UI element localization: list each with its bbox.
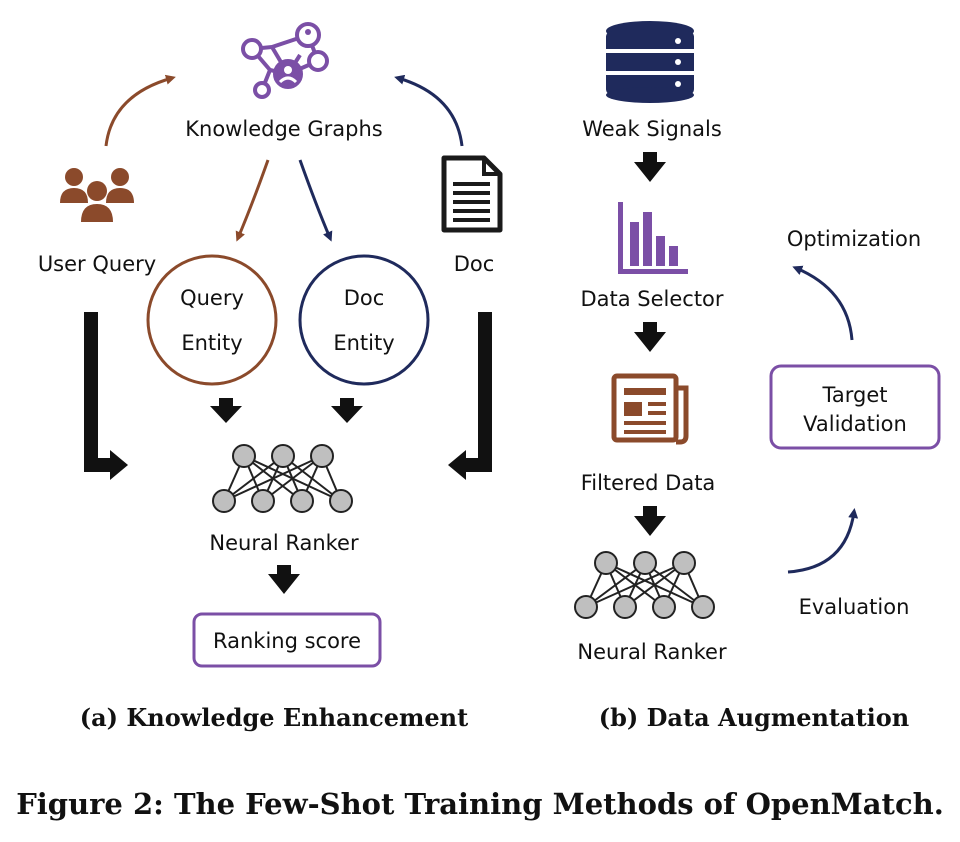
doc-to-ranker-arrow: [448, 312, 492, 480]
database-icon: [606, 21, 694, 103]
doc-entity-label-line1: Doc: [344, 286, 385, 310]
knowledge-graphs-label: Knowledge Graphs: [185, 117, 382, 141]
evaluation-arrow: [787, 508, 859, 574]
neural-ranker-label-a: Neural Ranker: [209, 531, 359, 555]
ranking-score-label: Ranking score: [213, 629, 361, 653]
filtered-to-ranker-arrow: [634, 506, 666, 536]
figure-caption: Figure 2: The Few-Shot Training Methods …: [16, 787, 944, 821]
newspaper-icon: [611, 373, 689, 445]
ranker-to-score-arrow: [268, 565, 300, 594]
doc-entity-label-line2: Entity: [333, 331, 394, 355]
selector-to-filtered-arrow: [634, 322, 666, 352]
kg-to-doc-entity-arrow: [298, 159, 333, 242]
subcaption-b: (b) Data Augmentation: [599, 703, 909, 732]
data-selector-label: Data Selector: [580, 287, 723, 311]
query-entity-label-line2: Entity: [181, 331, 242, 355]
ranking-score-box: [192, 612, 382, 668]
doc-entity-down-arrow: [331, 398, 363, 423]
evaluation-label: Evaluation: [799, 595, 910, 619]
user-query-to-kg-arrow: [104, 74, 176, 147]
target-validation-box: [769, 364, 941, 450]
user-query-label: User Query: [38, 252, 156, 276]
bar-chart-icon: [618, 202, 688, 274]
weak-signals-label: Weak Signals: [582, 117, 722, 141]
validation-to-optimization-arrow: [792, 265, 854, 341]
target-validation-label-line2: Validation: [803, 412, 907, 436]
neural-ranker-label-b: Neural Ranker: [577, 640, 727, 664]
filtered-data-label: Filtered Data: [581, 471, 716, 495]
query-entity-down-arrow: [210, 398, 242, 423]
users-icon: [60, 168, 134, 222]
weak-to-selector-arrow: [634, 152, 666, 182]
target-validation-label-line1: Target: [822, 383, 888, 407]
query-entity-circle: [146, 254, 278, 386]
panel-b: Weak Signals Data Selector: [574, 21, 941, 732]
document-icon: [441, 155, 503, 233]
doc-label: Doc: [454, 252, 495, 276]
user-query-to-ranker-arrow: [84, 312, 128, 480]
doc-entity-circle: [298, 254, 430, 386]
panel-a: Knowledge Graphs User Query Doc: [38, 22, 503, 732]
query-entity-label-line1: Query: [180, 286, 244, 310]
neural-network-icon: [212, 444, 353, 513]
kg-to-query-entity-arrow: [235, 159, 270, 242]
subcaption-a: (a) Knowledge Enhancement: [80, 703, 468, 732]
knowledge-graph-icon: [241, 22, 329, 99]
doc-to-kg-arrow: [394, 74, 464, 147]
neural-network-icon-b: [574, 551, 715, 619]
optimization-label: Optimization: [787, 227, 921, 251]
